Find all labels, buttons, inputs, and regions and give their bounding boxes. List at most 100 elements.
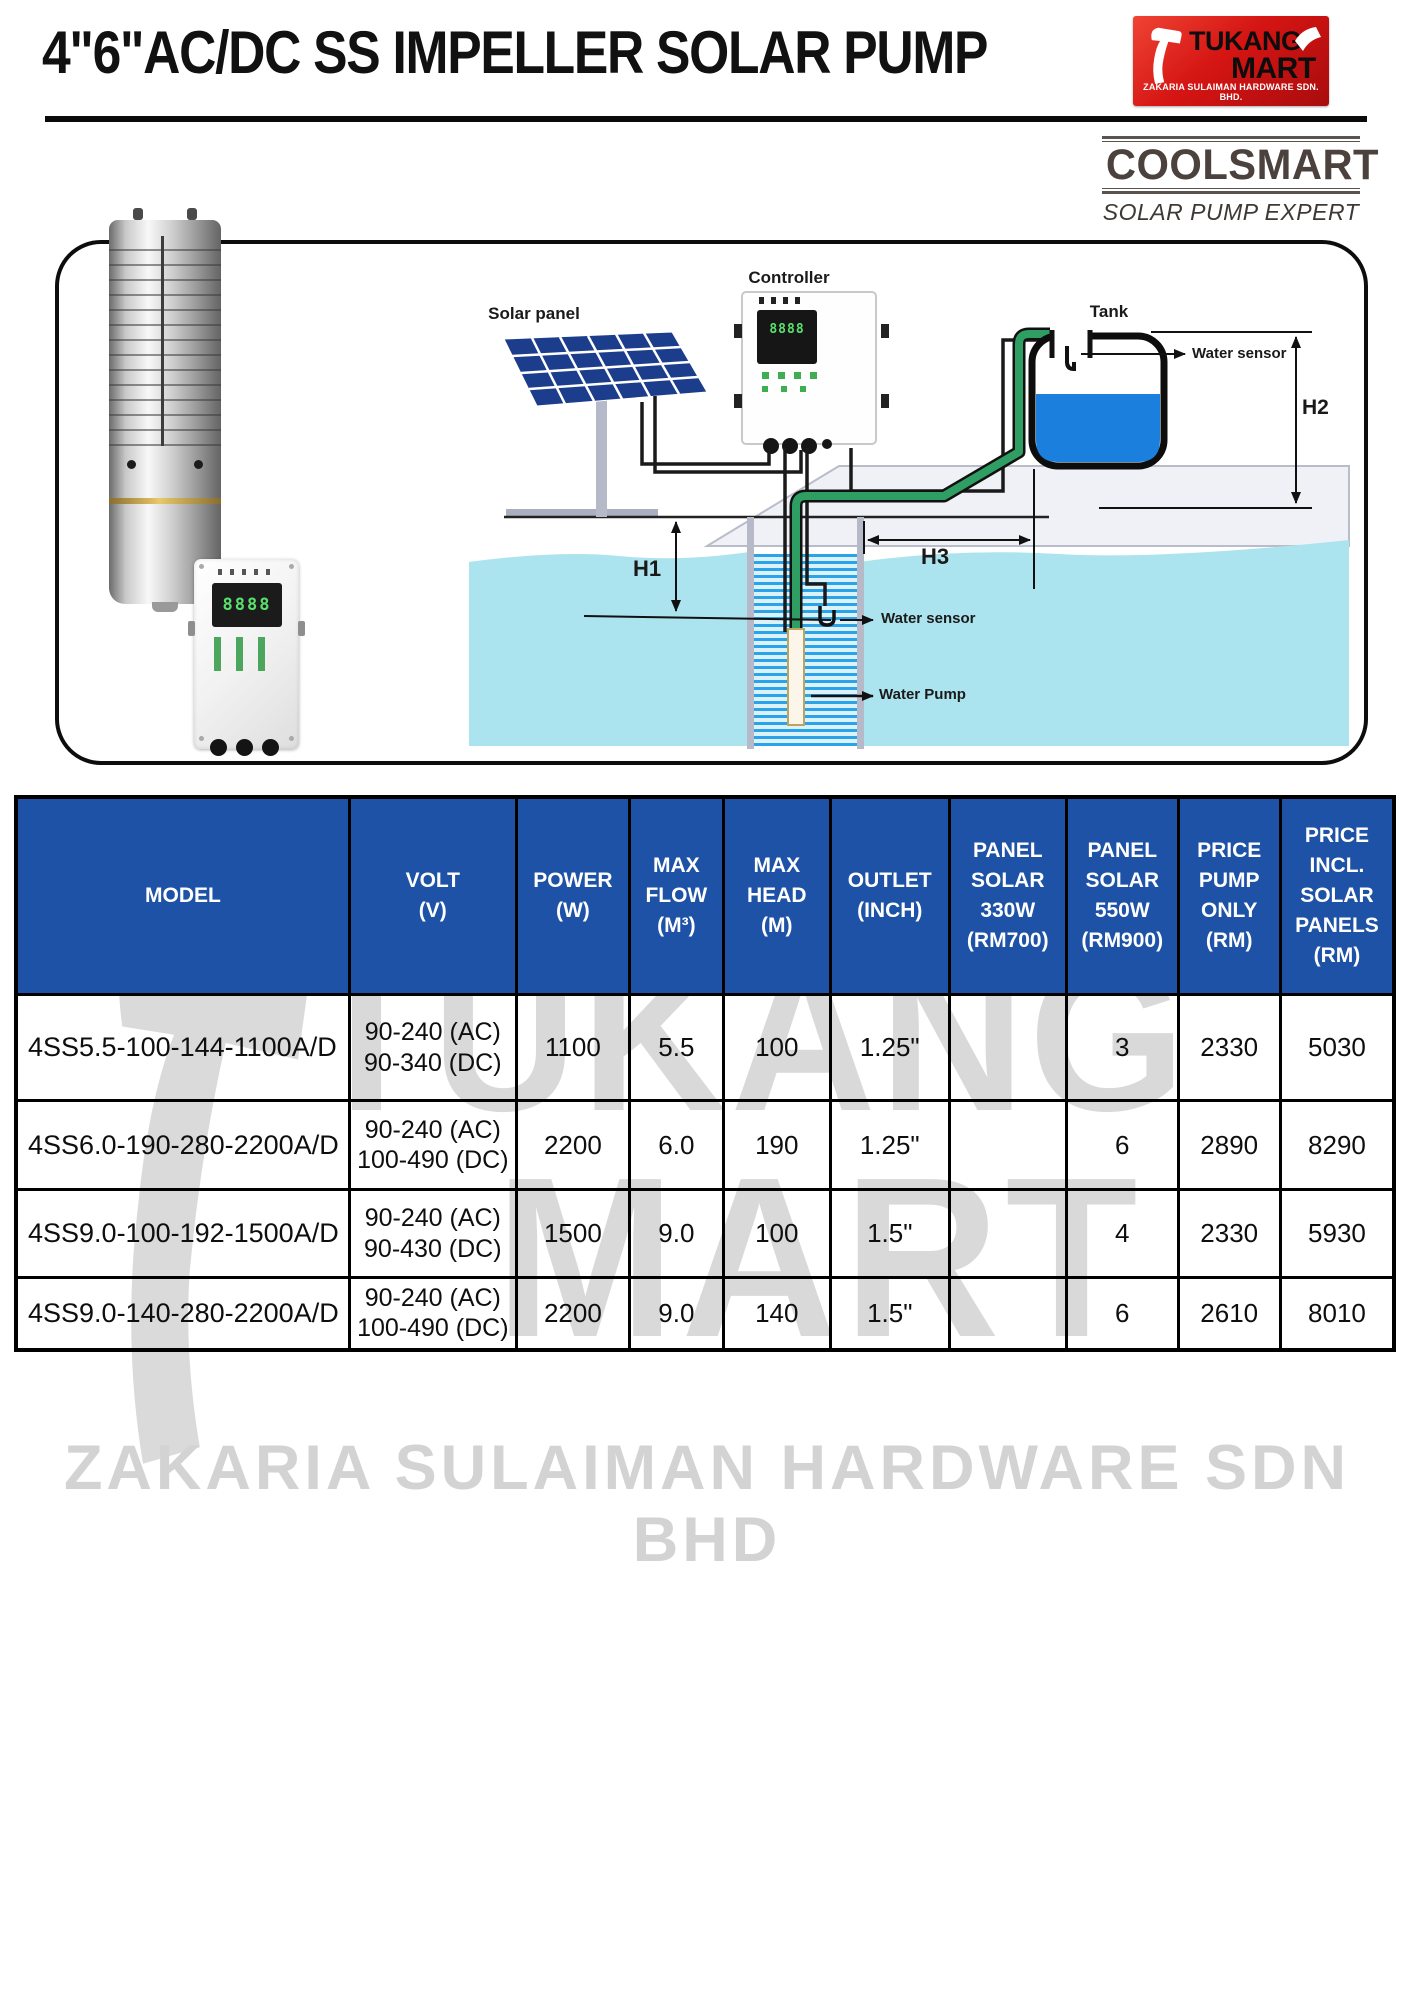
schematic-controller [734, 291, 889, 454]
cell-panel-550: 4 [1065, 1188, 1180, 1279]
cell-panel-550: 6 [1065, 1276, 1180, 1351]
table-row: 4SS9.0-100-192-1500A/D 90-240 (AC) 90-43… [14, 1188, 1396, 1279]
dim-h1 [583, 521, 832, 621]
cell-model: 4SS9.0-140-280-2200A/D [14, 1276, 351, 1351]
logo-word-mart: MART [1231, 52, 1316, 85]
ground-pad [506, 509, 658, 518]
cell-panel-330 [947, 1099, 1069, 1191]
cell-price-incl: 5030 [1278, 993, 1396, 1102]
table-row: 4SS5.5-100-144-1100A/D 90-240 (AC) 90-34… [14, 993, 1396, 1102]
water-pump-label: Water Pump [879, 686, 966, 703]
cell-max-head: 190 [721, 1099, 833, 1191]
coolsmart-name: COOLSMART [1105, 141, 1380, 189]
cell-price-incl: 5930 [1278, 1188, 1396, 1279]
solar-panel-pole [596, 396, 607, 517]
solar-panel-label: Solar panel [488, 304, 580, 323]
cell-volt: 90-240 (AC) 100-490 (DC) [347, 1276, 518, 1351]
pump-brass-band [109, 498, 221, 504]
cell-price-pump: 2330 [1176, 1188, 1282, 1279]
pump-lifting-eyes [109, 206, 221, 220]
well-wall-left [747, 517, 754, 749]
column-header: PANEL SOLAR 550W (RM900) [1065, 795, 1180, 996]
coolsmart-rule-top-thin [1102, 141, 1360, 142]
cell-power: 1500 [514, 1188, 632, 1279]
h3-label: H3 [921, 544, 950, 569]
header-divider [45, 116, 1367, 122]
well-water-sensor-label: Water sensor [881, 610, 976, 627]
cell-max-flow: 9.0 [628, 1188, 725, 1279]
logo-word-tukang: TUKANG [1189, 26, 1302, 56]
schematic-controller-digits: 8888 [769, 322, 805, 337]
pump-photo [109, 206, 221, 612]
tank-water-sensor-label: Water sensor [1192, 345, 1287, 362]
cell-price-pump: 2890 [1176, 1099, 1282, 1191]
table-row: 4SS6.0-190-280-2200A/D 90-240 (AC) 100-4… [14, 1099, 1396, 1191]
dim-h3 [863, 469, 1035, 589]
column-header: MAX HEAD (M) [721, 795, 833, 996]
table-row: 4SS9.0-140-280-2200A/D 90-240 (AC) 100-4… [14, 1276, 1396, 1351]
tukang-mart-logo: TUKANG MART ZAKARIA SULAIMAN HARDWARE SD… [1133, 16, 1329, 106]
cell-panel-550: 3 [1065, 993, 1180, 1102]
coolsmart-rule-bottom-thick [1102, 191, 1360, 195]
coolsmart-rule-top-thick [1102, 136, 1360, 139]
cell-power: 2200 [514, 1276, 632, 1351]
cell-power: 1100 [514, 993, 632, 1102]
cell-model: 4SS6.0-190-280-2200A/D [14, 1099, 351, 1191]
controller-label: Controller [748, 268, 830, 287]
watermark-footer: ZAKARIA SULAIMAN HARDWARE SDN BHD [63, 1433, 1351, 1575]
cell-price-pump: 2330 [1176, 993, 1282, 1102]
cell-price-incl: 8010 [1278, 1276, 1396, 1351]
groundwater-right [859, 540, 1349, 746]
controller-vents [218, 569, 274, 575]
schematic-svg [469, 291, 1350, 749]
pump-impeller-stack [109, 236, 221, 446]
cell-outlet: 1.5" [829, 1276, 951, 1351]
solar-panel [503, 331, 708, 407]
controller-connector [210, 739, 227, 756]
h1-label: H1 [633, 556, 662, 581]
schematic-water-pump [787, 628, 805, 726]
column-header: OUTLET (INCH) [829, 795, 951, 996]
spec-price-table: MODEL VOLT (V) POWER (W) MAX FLOW (M³) M… [14, 795, 1396, 1352]
cell-max-head: 140 [721, 1276, 833, 1351]
cell-outlet: 1.5" [829, 1188, 951, 1279]
controller-connector [236, 739, 253, 756]
cell-price-incl: 8290 [1278, 1099, 1396, 1191]
cell-power: 2200 [514, 1099, 632, 1191]
controller-display-digits: 8888 [222, 595, 272, 615]
axe-icon [1295, 27, 1321, 51]
table-header-row: MODEL VOLT (V) POWER (W) MAX FLOW (M³) M… [14, 795, 1396, 996]
cell-max-head: 100 [721, 993, 833, 1102]
column-header: PANEL SOLAR 330W (RM700) [947, 795, 1069, 996]
column-header: PRICE INCL. SOLAR PANELS (RM) [1278, 795, 1396, 996]
controller-connector [262, 739, 279, 756]
cell-model: 4SS5.5-100-144-1100A/D [14, 993, 351, 1102]
controller-photo: 8888 [188, 559, 305, 756]
cell-volt: 90-240 (AC) 90-340 (DC) [347, 993, 518, 1102]
coolsmart-logo: COOLSMART SOLAR PUMP EXPERT [1102, 136, 1380, 226]
pump-top-cap [109, 220, 221, 236]
cell-panel-330 [947, 993, 1069, 1102]
page-title: 4"6"AC/DC SS IMPELLER SOLAR PUMP [42, 19, 988, 86]
cell-price-pump: 2610 [1176, 1276, 1282, 1351]
well-sensor [818, 606, 836, 627]
tank-label: Tank [1089, 302, 1129, 321]
cell-max-flow: 9.0 [628, 1276, 725, 1351]
coolsmart-rule-bottom-thin [1102, 188, 1360, 190]
pump-valve-section [109, 446, 221, 498]
controller-display: 8888 [212, 583, 282, 627]
cell-max-flow: 5.5 [628, 993, 725, 1102]
system-diagram: 8888 [55, 208, 1368, 765]
cell-max-flow: 6.0 [628, 1099, 725, 1191]
controller-indicator-leds [214, 637, 280, 671]
cell-volt: 90-240 (AC) 100-490 (DC) [347, 1099, 518, 1191]
cell-model: 4SS9.0-100-192-1500A/D [14, 1188, 351, 1279]
cell-panel-330 [947, 1276, 1069, 1351]
coolsmart-tagline: SOLAR PUMP EXPERT [1102, 199, 1360, 226]
cell-max-head: 100 [721, 1188, 833, 1279]
water-pipe [792, 330, 1067, 632]
well-water [754, 554, 857, 746]
logo-company-name: ZAKARIA SULAIMAN HARDWARE SDN. BHD. [1143, 82, 1319, 102]
well-wall-right [857, 517, 864, 749]
